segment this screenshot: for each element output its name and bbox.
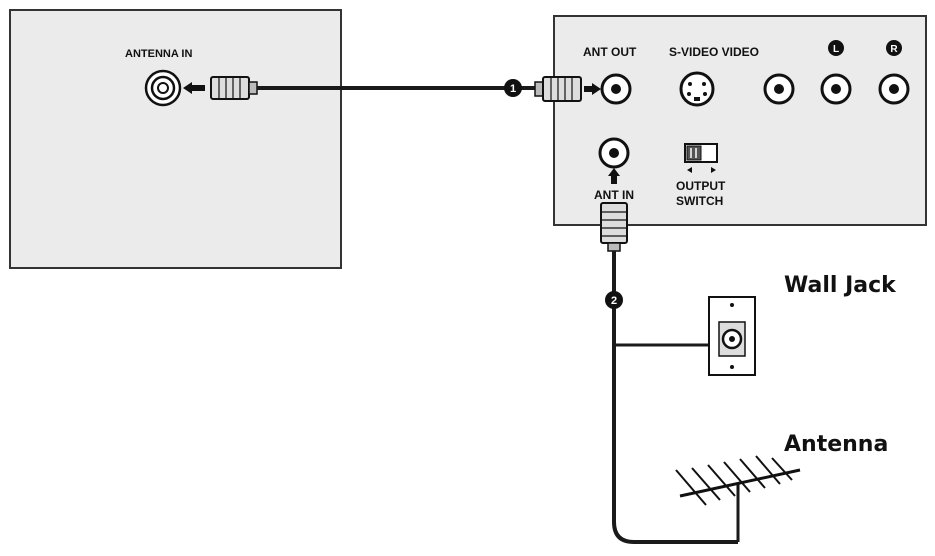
audio-right-jack: [878, 73, 910, 105]
left-audio-badge: L: [828, 40, 844, 56]
wall-jack-label: Wall Jack: [784, 273, 897, 298]
arrow-right-icon: [584, 83, 601, 95]
svg-text:L: L: [833, 44, 839, 55]
output-switch-label-1: OUTPUT: [676, 179, 726, 193]
ant-in-jack: [598, 137, 630, 169]
ant-in-label: ANT IN: [594, 188, 634, 202]
coax-connector-icon: [600, 202, 628, 252]
tv-panel-box: [9, 9, 342, 269]
ant-out-jack: [600, 73, 632, 105]
device-panel-box: [553, 15, 927, 226]
coax-connector-icon: [210, 76, 258, 100]
tv-back-panel: ANTENNA IN: [9, 9, 342, 269]
ant-out-label: ANT OUT: [583, 45, 637, 59]
svideo-jack: [679, 71, 715, 107]
output-switch-label-2: SWITCH: [676, 194, 723, 208]
step-2-number: 2: [611, 295, 617, 307]
antenna-in-jack: [144, 69, 182, 107]
output-switch-icon: [684, 143, 718, 173]
cable-2: [612, 251, 740, 544]
device-back-panel: ANT OUT S-VIDEO VIDEO L R: [553, 15, 927, 226]
video-jack: [763, 73, 795, 105]
arrow-up-icon: [608, 168, 620, 184]
audio-left-jack: [820, 73, 852, 105]
arrow-left-icon: [183, 82, 205, 94]
right-audio-badge: R: [886, 40, 902, 56]
step-1-number: 1: [510, 83, 516, 95]
antenna-in-label: ANTENNA IN: [125, 48, 192, 60]
step-1-badge: 1: [504, 79, 522, 97]
step-2-badge: 2: [605, 291, 623, 309]
wall-jack-plate: [708, 296, 756, 376]
antenna-label: Antenna: [784, 432, 888, 457]
svg-text:R: R: [890, 44, 898, 55]
yagi-antenna-icon: [675, 455, 801, 506]
svideo-video-label: S-VIDEO VIDEO: [669, 45, 759, 59]
coax-connector-icon: [534, 76, 582, 102]
